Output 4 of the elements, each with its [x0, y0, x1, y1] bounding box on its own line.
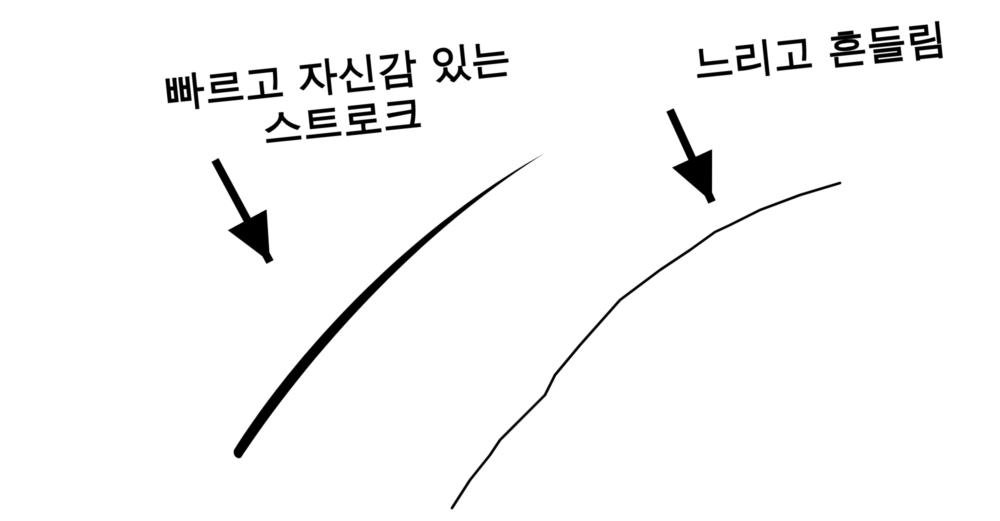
- arrow: [666, 108, 716, 204]
- annotation-text: 느리고 흔들림: [668, 12, 972, 90]
- arrow: [211, 158, 274, 264]
- annotation-text: 빠르고 자신감 있는 스트로크: [136, 31, 544, 165]
